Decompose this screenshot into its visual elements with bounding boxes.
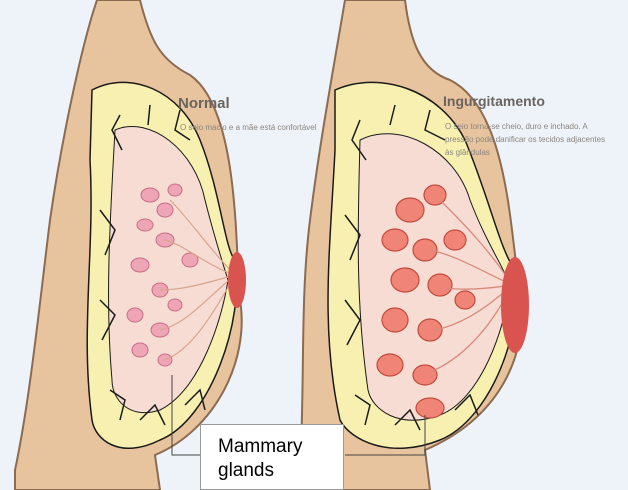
- engorged-title: Ingurgitamento: [443, 93, 545, 109]
- normal-title: Normal: [178, 95, 230, 112]
- mammary-glands-label: Mammary glands: [218, 435, 338, 483]
- engorged-breast: [300, 0, 529, 490]
- engorged-nipple: [501, 257, 529, 353]
- normal-nipple: [228, 252, 246, 308]
- normal-description: O seio macio e a mãe está confortável: [180, 121, 320, 134]
- engorged-description: O seio torna-se cheio, duro e inchado. A…: [445, 120, 615, 159]
- callout-line-2: glands: [218, 459, 338, 483]
- callout-line-1: Mammary: [218, 435, 338, 459]
- normal-breast: [15, 0, 246, 490]
